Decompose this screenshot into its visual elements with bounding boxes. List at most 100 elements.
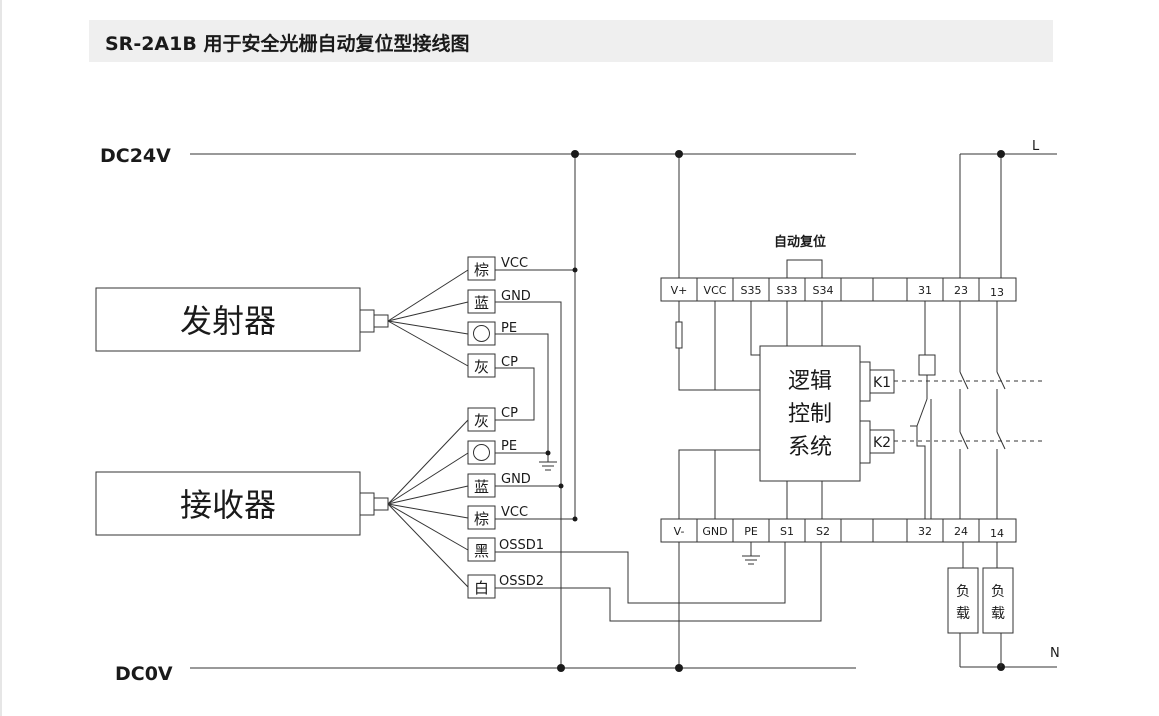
- wire-tag-box: [467, 537, 496, 562]
- receiver-fan-pe: [387, 452, 469, 505]
- junction-dot: [572, 516, 578, 522]
- load1-label-line2: 载: [956, 606, 970, 622]
- title-bar: SR-2A1B 用于安全光栅自动复位型接线图: [89, 20, 1053, 62]
- terminal-label: S2: [816, 525, 830, 538]
- receiver-connector-plug: [373, 497, 389, 511]
- dc0v-label: DC0V: [115, 663, 173, 685]
- emitter-fan-vcc: [387, 269, 469, 322]
- wire-signal-label: OSSD1: [499, 538, 544, 553]
- auto-reset-jumper: [786, 259, 823, 278]
- k2-lead: [860, 420, 871, 430]
- receiver-connector: [359, 492, 375, 516]
- receiver-wire-gnd: 蓝 GND: [467, 472, 561, 498]
- ground-icon: [742, 542, 760, 565]
- wire-line: [495, 542, 786, 604]
- wire-color-tag: 灰: [474, 412, 489, 430]
- v-minus-to-logic: [678, 449, 760, 519]
- page-title: SR-2A1B 用于安全光栅自动复位型接线图: [105, 33, 470, 55]
- wire-line: [495, 301, 562, 668]
- wire-color-tag: 白: [474, 579, 489, 597]
- receiver-fan-gnd: [387, 485, 469, 505]
- junction-dot: [571, 150, 579, 158]
- wire-signal-label: CP: [501, 355, 518, 370]
- wire-tag-box: [467, 407, 496, 432]
- load-box-1: [947, 567, 979, 634]
- wire-tag-box: [467, 353, 496, 378]
- terminal-blank: [840, 518, 874, 543]
- logic-control-box: [759, 345, 861, 482]
- emitter-fan-gnd: [387, 301, 469, 322]
- emitter-wire-pe: PE: [467, 321, 549, 453]
- no-contact-icon: [996, 371, 1006, 390]
- receiver-label: 接收器: [180, 486, 276, 524]
- terminal-label: S33: [777, 284, 798, 297]
- terminal-label: 13: [990, 286, 1004, 299]
- receiver-fan-ossd1: [387, 503, 469, 551]
- wire-signal-label: VCC: [501, 505, 528, 520]
- load2-label-line2: 载: [991, 606, 1005, 622]
- terminal-label: GND: [702, 525, 727, 538]
- line-l-label: L: [1032, 139, 1040, 154]
- fuse-icon: [675, 321, 683, 349]
- logic-label-line1: 逻辑: [788, 369, 832, 394]
- receiver-wire-pe: PE: [467, 439, 548, 465]
- neutral-n-label: N: [1050, 646, 1060, 661]
- wire-signal-label: GND: [501, 289, 531, 304]
- emitter-label: 发射器: [180, 302, 276, 340]
- receiver-wire-cp: 灰 CP: [467, 406, 518, 432]
- terminal-label: V-: [674, 525, 685, 538]
- wire-line: [495, 333, 549, 453]
- k2-lead: [860, 453, 871, 464]
- emitter-box: [95, 287, 361, 352]
- wire-line: [495, 367, 535, 421]
- bottom-terminal-strip: V- GND PE S1 S2 32 24 14: [660, 518, 1017, 543]
- no-contact-icon: [959, 431, 969, 450]
- nc-block-icon: [918, 354, 936, 376]
- auto-reset-label: 自动复位: [774, 234, 826, 250]
- wire-signal-label: PE: [501, 439, 517, 454]
- wire-color-tag: 棕: [474, 510, 489, 528]
- wire-tag-box: [467, 574, 496, 599]
- terminal-label: S34: [813, 284, 834, 297]
- load2-label-line1: 负: [991, 584, 1005, 600]
- nc-32-wire: [910, 425, 926, 519]
- wire-signal-label: VCC: [501, 256, 528, 271]
- junction-dot: [675, 150, 683, 158]
- nc-contact-icon: [916, 398, 928, 427]
- terminal-blank: [872, 518, 908, 543]
- s35-to-logic: [750, 301, 760, 356]
- emitter-wire-gnd: 蓝 GND: [467, 289, 562, 668]
- wire-color-tag: 蓝: [474, 478, 489, 496]
- k2-label: K2: [873, 435, 891, 451]
- terminal-blank: [872, 277, 908, 302]
- terminal-label: PE: [744, 525, 758, 538]
- no-contact-icon: [996, 431, 1006, 450]
- receiver-fan-vcc: [387, 503, 469, 519]
- terminal-label: 24: [954, 525, 968, 538]
- wire-signal-label: PE: [501, 321, 517, 336]
- junction-dot: [558, 483, 564, 489]
- pe-circle-icon: [473, 444, 490, 461]
- logic-label-line2: 控制: [788, 402, 832, 427]
- emitter-wire-vcc: 棕 VCC: [467, 256, 575, 281]
- junction-dot: [997, 150, 1005, 158]
- terminal-label: 23: [954, 284, 968, 297]
- wire-tag-box: [467, 256, 496, 281]
- emitter-connector: [359, 309, 375, 333]
- top-terminal-strip: V+ VCC S35 S33 S34 31 23 13: [660, 277, 1017, 302]
- ground-icon: [539, 453, 557, 471]
- load1-label-line1: 负: [956, 584, 970, 600]
- emitter-wire-cp: 灰 CP: [467, 353, 535, 421]
- wire-signal-label: GND: [501, 472, 531, 487]
- dc24v-label: DC24V: [100, 145, 171, 167]
- k1-lead: [860, 361, 871, 370]
- terminal-label: VCC: [704, 284, 727, 297]
- receiver-wire-vcc: 棕 VCC: [467, 505, 575, 530]
- v-plus-to-logic: [678, 348, 760, 391]
- junction-dot: [572, 267, 578, 273]
- pe-circle-icon: [473, 325, 490, 342]
- wire-color-tag: 灰: [474, 358, 489, 376]
- wire-color-tag: 蓝: [474, 294, 489, 312]
- terminal-label: S1: [780, 525, 794, 538]
